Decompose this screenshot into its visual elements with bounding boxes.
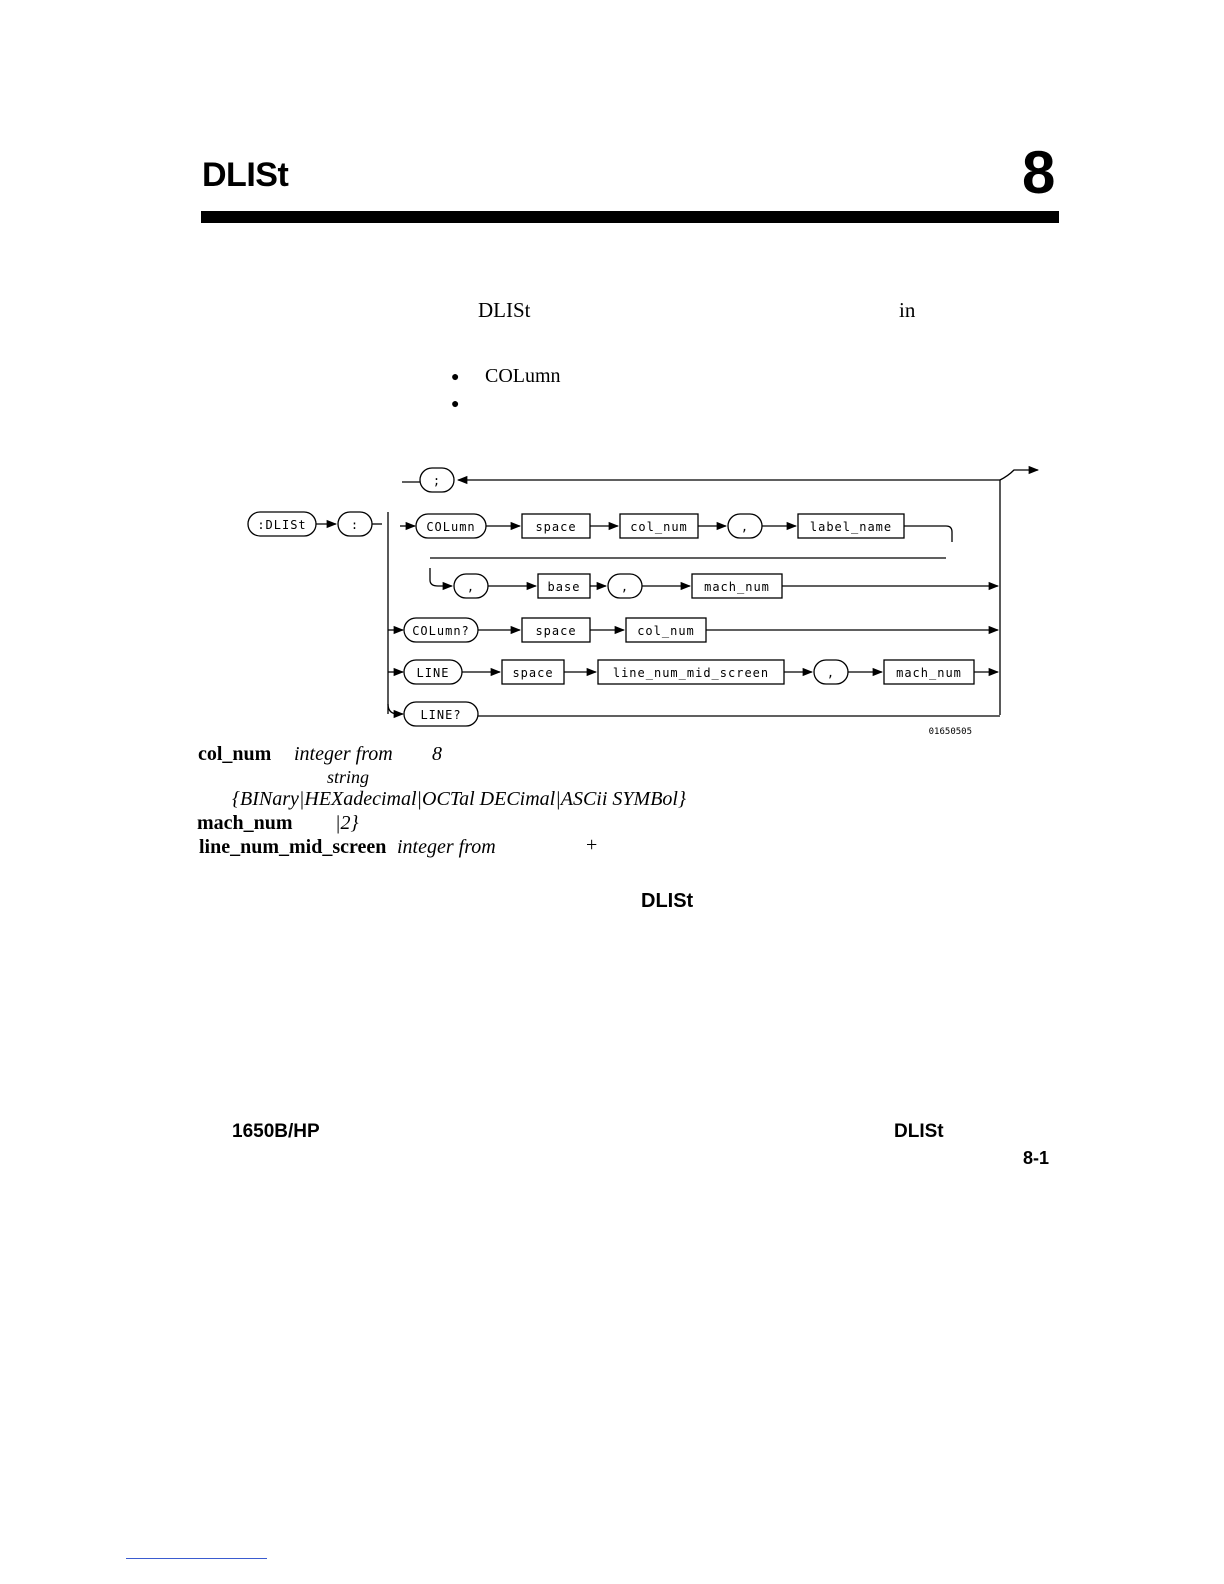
syntax-col-num: col_num — [630, 520, 688, 534]
page-number: 8-1 — [1023, 1148, 1050, 1168]
intro-keyword: DLISt — [478, 298, 531, 322]
param-col-num-value: 8 — [432, 743, 442, 765]
bullet-dot: ● — [451, 397, 460, 412]
syntax-label-name: label_name — [810, 520, 892, 534]
body-keyword: DLISt — [641, 890, 694, 912]
syntax-mach-num: mach_num — [896, 666, 962, 680]
syntax-line-num-mid-screen: line_num_mid_screen — [613, 666, 769, 680]
param-col-num-desc: integer from — [294, 743, 393, 765]
param-mach-num-name: mach_num — [197, 812, 293, 834]
param-line-num-name: line_num_mid_screen — [199, 836, 387, 858]
figure-id: 01650505 — [929, 727, 972, 737]
bullet-item-column: COLumn — [485, 365, 561, 387]
syntax-space: space — [535, 520, 576, 534]
chapter-title: DLISt — [202, 156, 289, 194]
syntax-col-num: col_num — [637, 624, 695, 638]
syntax-comma: , — [827, 666, 835, 680]
syntax-colon: : — [351, 518, 359, 532]
syntax-line: LINE — [417, 666, 450, 680]
syntax-column: COLumn — [426, 520, 475, 534]
syntax-mach-num: mach_num — [704, 580, 770, 594]
syntax-space: space — [512, 666, 553, 680]
syntax-line-query: LINE? — [420, 708, 461, 722]
syntax-base: base — [548, 580, 581, 594]
syntax-comma: , — [741, 520, 749, 534]
syntax-semicolon: ; — [433, 474, 441, 488]
param-label-name-desc: string — [327, 767, 370, 787]
footer-product: 1650B/HP — [232, 1121, 320, 1142]
link-underline — [126, 1558, 267, 1559]
syntax-root-dlist: :DLISt — [257, 518, 306, 532]
param-line-num-plus: + — [586, 834, 598, 856]
title-rule — [201, 211, 1059, 223]
param-base-desc: {BINary|HEXadecimal|OCTal DECimal|ASCii … — [232, 788, 686, 810]
syntax-comma: , — [467, 580, 475, 594]
syntax-comma: , — [621, 580, 629, 594]
intro-trailing-word: in — [899, 298, 916, 322]
syntax-space: space — [535, 624, 576, 638]
param-line-num-desc: integer from — [397, 836, 496, 858]
bullet-dot: ● — [451, 370, 460, 385]
syntax-column-query: COLumn? — [412, 624, 470, 638]
param-col-num-name: col_num — [198, 743, 272, 765]
footer-section: DLISt — [894, 1121, 944, 1142]
chapter-number: 8 — [1022, 139, 1056, 206]
param-mach-num-desc: |2} — [335, 812, 359, 834]
syntax-diagram: ; :DLISt : COLumn space col_num , label_… — [247, 465, 1040, 737]
